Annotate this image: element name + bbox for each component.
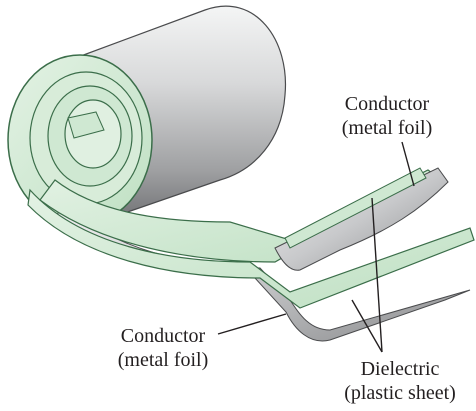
label-dielectric-line2: (plastic sheet) — [344, 382, 456, 404]
label-dielectric-line1: Dielectric — [360, 358, 440, 380]
label-dielectric: Dielectric (plastic sheet) — [327, 357, 473, 405]
rolled-capacitor — [7, 5, 287, 226]
leader-bottom-conductor — [217, 313, 287, 335]
bottom-dielectric — [27, 188, 475, 309]
leader-dielectric-b — [351, 299, 383, 353]
top-dielectric-strip — [284, 167, 427, 249]
top-foil — [274, 167, 449, 271]
leader-top-conductor — [401, 141, 415, 187]
label-conductor-bottom-line1: Conductor — [120, 325, 206, 347]
label-conductor-top-line1: Conductor — [344, 93, 430, 115]
label-conductor-top: Conductor (metal foil) — [322, 92, 452, 140]
leader-lines — [217, 141, 415, 353]
label-conductor-bottom-line2: (metal foil) — [117, 349, 209, 371]
label-conductor-top-line2: (metal foil) — [341, 117, 433, 139]
roll-core — [67, 111, 105, 139]
label-conductor-bottom: Conductor (metal foil) — [96, 324, 230, 372]
leader-dielectric-a — [371, 197, 383, 353]
